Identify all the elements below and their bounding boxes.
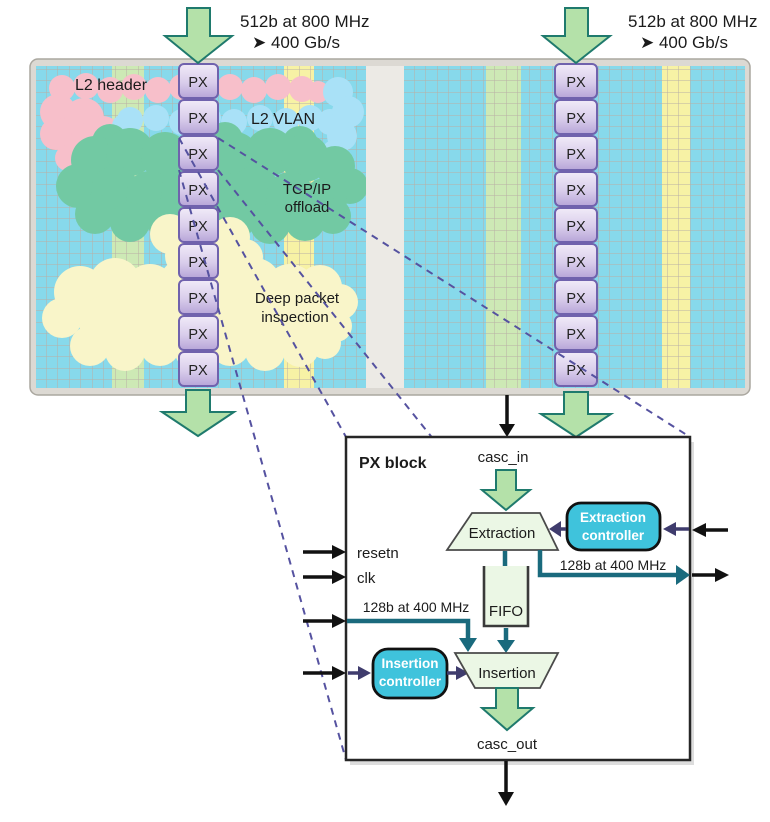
svg-text:PX: PX bbox=[188, 255, 208, 271]
px-block: PX bbox=[554, 243, 598, 279]
px-block: PX bbox=[554, 99, 598, 135]
flow-label-line1: 512b at 800 MHz bbox=[240, 12, 369, 31]
insertion-data-input-arrow bbox=[303, 614, 346, 628]
px-block: PX bbox=[178, 171, 219, 207]
resetn-input-arrow bbox=[303, 545, 346, 559]
insertion-control-arrow bbox=[447, 666, 469, 680]
extraction-controller bbox=[565, 501, 662, 552]
px-block: PX bbox=[554, 171, 598, 207]
px-block-detail: PX block casc_in Extraction Extraction c… bbox=[303, 435, 694, 765]
px-block: PX bbox=[554, 135, 598, 171]
svg-text:PX: PX bbox=[188, 291, 208, 307]
l2-vlan-label: L2 VLAN bbox=[251, 111, 315, 128]
px-block: PX bbox=[554, 279, 598, 315]
svg-text:PX: PX bbox=[566, 75, 586, 91]
svg-text:PX: PX bbox=[188, 363, 208, 379]
clk-label: clk bbox=[357, 570, 376, 587]
px-block: PX bbox=[554, 315, 598, 351]
insertion-unit bbox=[453, 652, 560, 689]
px-block: PX bbox=[554, 63, 598, 99]
casc-output-arrow bbox=[498, 761, 514, 806]
svg-text:PX: PX bbox=[566, 147, 586, 163]
bus-out-label: 128b at 400 MHz bbox=[560, 557, 667, 573]
down-arrow-icon bbox=[540, 7, 613, 65]
insertion-control-input-arrow bbox=[303, 666, 346, 680]
svg-text:PX: PX bbox=[188, 327, 208, 343]
px-block: PX bbox=[178, 279, 219, 315]
left-px-column: PX PX PX PX PX PX PX PX PX bbox=[178, 63, 219, 387]
svg-text:PX: PX bbox=[188, 183, 208, 199]
casc-out-label: casc_out bbox=[477, 736, 538, 753]
svg-text:PX: PX bbox=[566, 363, 586, 379]
svg-text:PX: PX bbox=[566, 255, 586, 271]
svg-text:PX: PX bbox=[566, 219, 586, 235]
resetn-label: resetn bbox=[357, 545, 399, 562]
right-px-column: PX PX PX PX PX PX PX PX PX bbox=[554, 63, 598, 387]
clk-input-arrow bbox=[303, 570, 346, 584]
insertion-controller-label2: controller bbox=[379, 674, 442, 689]
px-block: PX bbox=[178, 351, 219, 387]
px-block: PX bbox=[178, 99, 219, 135]
svg-text:PX: PX bbox=[566, 291, 586, 307]
casc-out-arrow bbox=[479, 687, 536, 732]
extraction-control-arrow bbox=[549, 521, 566, 537]
casc-in-arrow bbox=[479, 469, 533, 512]
px-block: PX bbox=[554, 351, 598, 387]
svg-text:PX: PX bbox=[188, 111, 208, 127]
extraction-output-bus bbox=[537, 550, 690, 585]
fifo-to-insertion-arrow bbox=[497, 628, 515, 653]
right-column-output-arrow bbox=[537, 391, 615, 439]
insertion-controller-label1: Insertion bbox=[381, 656, 438, 671]
insertion-input-bus bbox=[347, 618, 477, 652]
px-block: PX bbox=[178, 135, 219, 171]
svg-text:PX: PX bbox=[566, 111, 586, 127]
down-arrow-icon bbox=[162, 7, 235, 65]
insertion-label: Insertion bbox=[478, 665, 536, 682]
controller-input-purple-arrow-left bbox=[348, 666, 371, 680]
px-block: PX bbox=[178, 315, 219, 351]
detail-box-title: PX block bbox=[359, 455, 427, 472]
bus-in-label: 128b at 400 MHz bbox=[363, 599, 470, 615]
flow-label-line1: 512b at 800 MHz bbox=[628, 12, 757, 31]
tcpip-label-line2: offload bbox=[285, 199, 330, 216]
flow-label-line2: ➤ 400 Gb/s bbox=[640, 33, 728, 52]
top-right-flow: 512b at 800 MHz ➤ 400 Gb/s bbox=[540, 7, 757, 65]
controller-input-purple-arrow bbox=[663, 522, 689, 536]
casc-input-arrow bbox=[499, 395, 515, 437]
external-data-output-arrow bbox=[692, 568, 729, 582]
px-block: PX bbox=[178, 63, 219, 99]
extraction-label: Extraction bbox=[469, 525, 536, 542]
casc-in-label: casc_in bbox=[478, 449, 529, 466]
svg-text:PX: PX bbox=[188, 75, 208, 91]
external-control-input-arrow bbox=[692, 523, 728, 537]
extraction-unit bbox=[445, 512, 560, 551]
l2-header-label: L2 header bbox=[75, 77, 148, 94]
svg-text:PX: PX bbox=[188, 219, 208, 235]
svg-text:PX: PX bbox=[566, 183, 586, 199]
flow-label-line2: ➤ 400 Gb/s bbox=[252, 33, 340, 52]
left-column-output-arrow bbox=[158, 389, 238, 438]
extraction-controller-label2: controller bbox=[582, 528, 645, 543]
px-block: PX bbox=[554, 207, 598, 243]
fifo-unit bbox=[482, 566, 530, 628]
fifo-label: FIFO bbox=[489, 603, 523, 620]
svg-text:PX: PX bbox=[566, 327, 586, 343]
chip-center-gap bbox=[366, 66, 404, 388]
tcpip-label-line1: TCP/IP bbox=[283, 181, 331, 198]
top-left-flow: 512b at 800 MHz ➤ 400 Gb/s bbox=[162, 7, 369, 65]
px-block: PX bbox=[178, 243, 219, 279]
svg-text:PX: PX bbox=[188, 147, 208, 163]
extraction-controller-label1: Extraction bbox=[580, 510, 646, 525]
dpi-label-line2: inspection bbox=[261, 309, 329, 326]
